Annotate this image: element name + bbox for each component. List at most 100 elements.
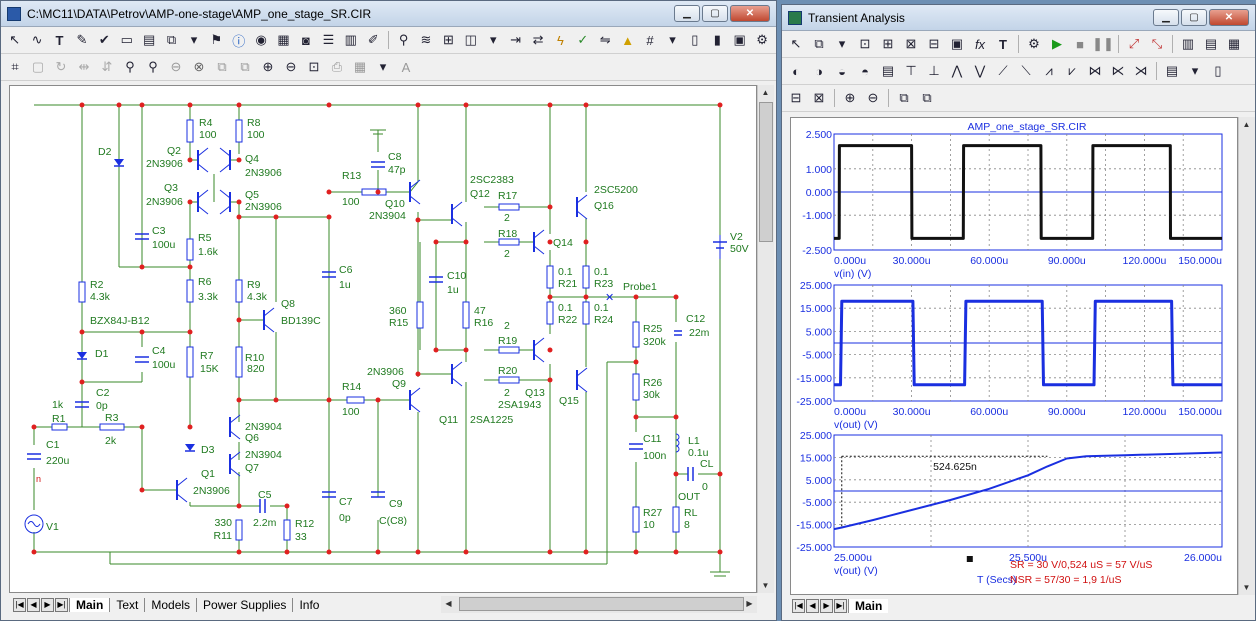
copy2-icon[interactable]: ⧉ — [217, 59, 227, 74]
zoom-fit-icon[interactable]: ⊡ — [308, 59, 320, 74]
align-icon[interactable]: ▦ — [353, 59, 367, 74]
find-icon[interactable]: ⚲ — [125, 59, 135, 74]
slope2-icon[interactable]: ⟍ — [1021, 63, 1031, 78]
node-icon[interactable]: ◉ — [255, 32, 267, 47]
last-tab-icon[interactable]: ▶| — [834, 599, 847, 613]
copy-icon[interactable]: ⧉ — [899, 90, 909, 105]
tab-main[interactable]: Main — [69, 598, 110, 612]
scale-icon[interactable]: ⊡ — [859, 36, 871, 51]
camera-icon[interactable]: ◙ — [302, 32, 310, 48]
analysis-minimize-button[interactable]: ▁ — [1153, 9, 1179, 26]
stop-icon[interactable]: ■ — [1076, 36, 1084, 52]
rotate-icon[interactable]: ↻ — [55, 59, 67, 74]
formula-icon[interactable]: fx — [974, 36, 986, 52]
cursor-left-icon[interactable]: ◐ — [792, 63, 800, 79]
last-tab-icon[interactable]: ▶| — [55, 598, 68, 612]
paste-icon[interactable]: ⧉ — [240, 59, 250, 74]
scroll-left-icon[interactable]: ◀ — [445, 599, 452, 608]
cursor-peak-icon[interactable]: ◒ — [838, 63, 846, 79]
scroll-down-icon[interactable]: ▼ — [1242, 583, 1251, 592]
scroll-up-icon[interactable]: ▲ — [761, 88, 770, 97]
window-copy-icon[interactable]: ⧉ — [814, 36, 824, 51]
arrows-icon[interactable]: ⇄ — [532, 32, 544, 47]
checkmark-icon[interactable]: ✓ — [577, 32, 589, 47]
fit2-icon[interactable]: ⊠ — [813, 90, 825, 105]
settings-icon[interactable]: ⚙ — [756, 32, 768, 47]
tag2-icon[interactable]: ⋉ — [1111, 63, 1125, 78]
mark-low-icon[interactable]: ⊥ — [928, 63, 940, 78]
minimize-button[interactable]: ▁ — [674, 5, 700, 22]
tag1-icon[interactable]: ⋈ — [1088, 63, 1102, 78]
mark-inflect-icon[interactable]: ⋀ — [951, 63, 963, 78]
fit-icon[interactable]: ⊟ — [790, 90, 802, 105]
scroll-up-icon[interactable]: ▲ — [1242, 120, 1251, 129]
trace2-icon[interactable]: ⤡ — [1151, 36, 1163, 51]
cancel-icon[interactable]: ⊗ — [193, 59, 205, 74]
scroll-thumb[interactable] — [759, 102, 773, 242]
zoom-out-icon[interactable]: ⊖ — [285, 59, 297, 74]
dropdown-icon[interactable]: ▾ — [379, 59, 387, 74]
prev-tab-icon[interactable]: ◀ — [27, 598, 40, 612]
analysis-titlebar[interactable]: Transient Analysis ▁ ▢ ✕ — [782, 5, 1255, 31]
find-next-icon[interactable]: ⚲ — [148, 59, 158, 74]
dropdown-icon[interactable]: ▾ — [190, 32, 198, 47]
paste-icon[interactable]: ⧉ — [922, 90, 932, 105]
flip-icon[interactable]: ⇵ — [101, 59, 113, 74]
dropdown-icon[interactable]: ▾ — [489, 32, 497, 47]
analysis-icon[interactable]: ⊞ — [442, 32, 454, 47]
dropdown-icon[interactable]: ▾ — [838, 36, 846, 51]
props-icon[interactable]: ▣ — [733, 32, 746, 47]
settings-icon[interactable]: ⚙ — [1028, 36, 1040, 51]
cursor-right-icon[interactable]: ◑ — [815, 63, 823, 79]
slope-icon[interactable]: ⟋ — [998, 63, 1008, 78]
analysis-vertical-scrollbar[interactable]: ▲ ▼ — [1238, 117, 1255, 595]
tab-models[interactable]: Models — [144, 598, 196, 612]
close-button[interactable]: ✕ — [730, 5, 770, 22]
tab-text[interactable]: Text — [109, 598, 144, 612]
wire-mode-icon[interactable]: ∿ — [31, 32, 43, 47]
analysis-maximize-button[interactable]: ▢ — [1181, 9, 1207, 26]
zoom-out-icon[interactable]: ⊖ — [867, 90, 879, 105]
pause-icon[interactable]: ❚❚ — [1092, 36, 1114, 51]
zoom-in-icon[interactable]: ⊕ — [262, 59, 274, 74]
schematic-titlebar[interactable]: C:\MC11\DATA\Petrov\AMP-one-stage\AMP_on… — [1, 1, 776, 27]
print-icon[interactable]: ⎙ — [331, 59, 343, 74]
window-icon[interactable]: ▤ — [142, 32, 156, 47]
dropdown-icon[interactable]: ▾ — [669, 32, 676, 47]
select-icon[interactable]: ↖ — [790, 36, 802, 51]
next-tab-icon[interactable]: ▶ — [41, 598, 54, 612]
plot-edit-icon[interactable]: ⊠ — [905, 36, 917, 51]
group-icon[interactable]: ⌗ — [11, 59, 19, 74]
mirror-icon[interactable]: ⇹ — [78, 59, 90, 74]
page-edit-icon[interactable]: ▮ — [713, 32, 721, 47]
text-icon[interactable]: T — [999, 36, 1007, 52]
scroll-right-icon[interactable]: ▶ — [746, 599, 753, 608]
plot-properties-icon[interactable]: ▣ — [950, 36, 964, 51]
global2-icon[interactable]: ⩗ — [1068, 63, 1076, 78]
schematic-vertical-scrollbar[interactable]: ▲ ▼ — [757, 85, 774, 593]
box-icon[interactable]: ▢ — [31, 59, 45, 74]
probe-icon[interactable]: ⚲ — [398, 32, 409, 47]
panel-icon[interactable]: ▯ — [1214, 63, 1222, 78]
run-icon[interactable]: ▶ — [1052, 36, 1062, 51]
table-icon[interactable]: ▥ — [344, 32, 357, 47]
page-icon[interactable]: ▯ — [691, 32, 699, 47]
mark-high-icon[interactable]: ⊤ — [905, 63, 917, 78]
grid2-icon[interactable]: ▤ — [1204, 36, 1218, 51]
hscroll-thumb[interactable] — [459, 597, 744, 611]
points-icon[interactable]: ▤ — [881, 63, 895, 78]
analysis-close-button[interactable]: ✕ — [1209, 9, 1249, 26]
scope-icon[interactable]: ◫ — [464, 32, 477, 47]
edit-icon[interactable]: ✐ — [367, 32, 379, 47]
zoom-in-icon[interactable]: ⊕ — [844, 90, 856, 105]
flag-icon[interactable]: ⚑ — [210, 32, 223, 47]
dropdown-icon[interactable]: ▾ — [1191, 63, 1199, 78]
next-tab-icon[interactable]: ▶ — [820, 599, 833, 613]
maximize-button[interactable]: ▢ — [702, 5, 728, 22]
arrow-right-icon[interactable]: ⇥ — [510, 32, 522, 47]
waveform-icon[interactable]: ≋ — [420, 32, 432, 47]
grid1-icon[interactable]: ▥ — [1181, 36, 1195, 51]
info-icon[interactable]: ⓘ — [232, 33, 246, 49]
